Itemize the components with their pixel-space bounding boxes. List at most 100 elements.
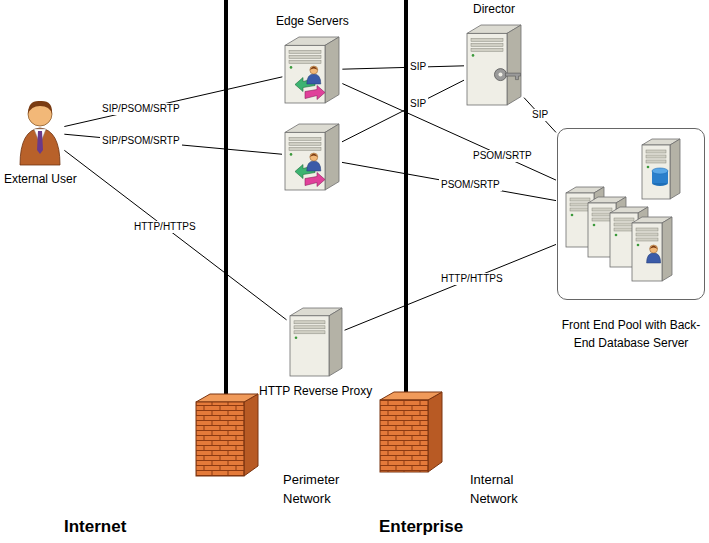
user-badge-hair [650, 246, 658, 250]
traffic-arrow-pink [305, 173, 325, 187]
user-badge-body [307, 161, 321, 171]
drive-bay [592, 218, 612, 221]
firewall-top [196, 394, 258, 402]
drive-bay [289, 55, 321, 58]
server-front [642, 145, 670, 199]
connector-line [64, 150, 286, 320]
zone-divider [224, 0, 228, 420]
firewall-side [244, 394, 258, 476]
firewall-front [380, 400, 428, 472]
protocol-label: SIP [408, 98, 428, 110]
drive-bay [614, 218, 634, 221]
node-label: Edge Servers [276, 14, 349, 29]
server-side [507, 25, 521, 105]
power-led [615, 234, 618, 237]
key-bow [494, 69, 506, 81]
drive-bay [614, 223, 634, 226]
connector-line [64, 77, 282, 127]
drive-bay [294, 326, 325, 329]
server-side [325, 37, 339, 103]
connector-line [342, 66, 464, 69]
director-server: Director [465, 2, 523, 107]
user-badge-head [310, 153, 318, 161]
drive-bay [289, 147, 321, 150]
firewall-side [428, 392, 442, 472]
connector-line [64, 134, 282, 154]
drive-bay [471, 38, 503, 41]
protocol-label: SIP/PSOM/SRTP [100, 135, 182, 147]
database-cylinder-top [652, 168, 668, 174]
director-server-icon [465, 23, 523, 107]
server-front [285, 45, 325, 103]
server-pool-art [558, 129, 704, 299]
drive-bay [592, 213, 612, 216]
protocol-label: HTTP/HTTPS [132, 221, 198, 233]
drive-bay [289, 60, 321, 63]
key-hole [498, 73, 502, 77]
node-label: External User [4, 172, 77, 187]
user-badge-head [650, 245, 658, 253]
protocol-label: SIP/PSOM/SRTP [100, 103, 182, 115]
traffic-arrow-pink [305, 86, 325, 100]
external-user: External User [4, 98, 77, 187]
server-side [662, 217, 672, 281]
user-badge-body [307, 74, 321, 84]
user-body [20, 128, 60, 165]
drive-bay [570, 203, 590, 206]
drive-bay [614, 228, 634, 231]
protocol-label: PSOM/SRTP [471, 150, 534, 162]
node-label: Director [473, 2, 515, 17]
user-badge-body [647, 253, 661, 263]
server-front [285, 132, 325, 190]
firewall-icon [380, 392, 442, 472]
power-led [472, 54, 475, 57]
edge-server: Edge Servers [276, 14, 349, 105]
power-led [647, 166, 650, 169]
drive-bay [636, 238, 658, 241]
edge-server-icon [283, 35, 341, 105]
key-blade [505, 73, 520, 80]
firewall-top [380, 392, 442, 400]
drive-bay [636, 233, 658, 236]
reverse-proxy: HTTP Reverse Proxy [259, 306, 372, 399]
front-end-pool: Front End Pool with Back-End Database Se… [557, 128, 705, 352]
user-badge-hair [310, 154, 318, 158]
user-badge-head [310, 66, 318, 74]
drive-bay [592, 208, 612, 211]
node-label: Front End Pool with Back-End Database Se… [557, 316, 705, 352]
protocol-label: SIP [530, 109, 550, 121]
protocol-label: PSOM/SRTP [439, 179, 502, 191]
user-hair [28, 101, 52, 114]
server-front [632, 223, 662, 281]
drive-bay [646, 150, 666, 153]
drive-bay [294, 331, 325, 334]
zone-label: Perimeter Network [283, 470, 363, 508]
power-led [294, 337, 297, 340]
node-label: HTTP Reverse Proxy [259, 384, 372, 399]
firewall-front [196, 402, 244, 476]
power-led [637, 244, 640, 247]
zone-title: Enterprise [379, 514, 463, 539]
drive-bay [289, 142, 321, 145]
connector-line [342, 84, 556, 181]
zone-title: Internet [64, 514, 126, 539]
connector-line [345, 244, 556, 330]
power-led [290, 153, 293, 156]
server-front [467, 33, 507, 105]
server-front [290, 316, 329, 376]
edge-server [283, 122, 341, 192]
drive-bay [294, 321, 325, 324]
connector-line [524, 98, 556, 133]
drive-bay [289, 137, 321, 140]
server-side [325, 124, 339, 190]
power-led [593, 224, 596, 227]
server-side [329, 308, 342, 376]
pool-outline [557, 128, 705, 300]
connector-line [342, 162, 556, 200]
user-tie [37, 131, 43, 154]
drive-bay [570, 208, 590, 211]
edge-server-icon [283, 122, 341, 192]
firewall-icon [196, 394, 258, 476]
user-icon [17, 98, 63, 166]
